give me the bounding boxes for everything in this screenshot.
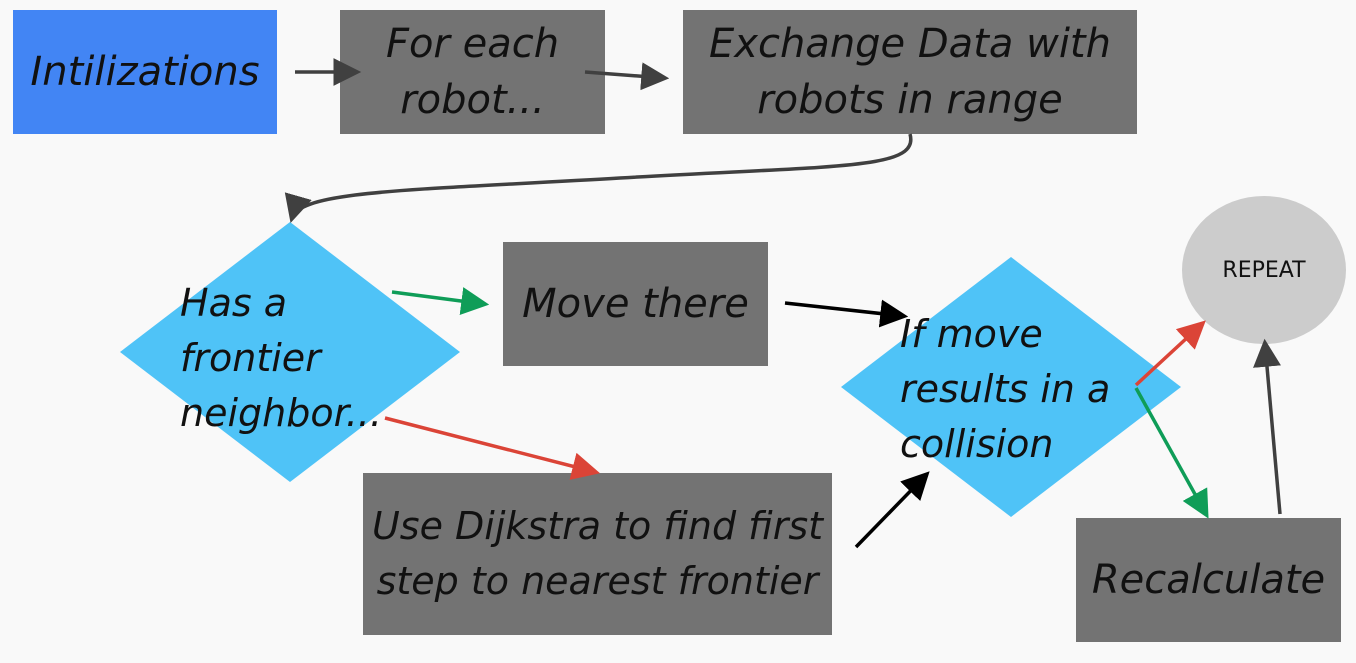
edge-exchange-to-frontier-decision (284, 133, 913, 224)
dijkstra-node: Use Dijkstra to find first step to neare… (363, 473, 832, 635)
recalculate-node: Recalculate (1076, 518, 1341, 642)
dijkstra-label: Use Dijkstra to find first step to neare… (371, 503, 824, 603)
for-each-robot-node: For each robot... (340, 10, 605, 134)
edge-recalculate-to-repeat (1253, 338, 1282, 515)
exchange-data-label: Exchange Data with robots in range (709, 21, 1111, 123)
repeat-label: REPEAT (1222, 257, 1306, 283)
recalculate-label: Recalculate (1091, 557, 1326, 603)
repeat-terminal-node: REPEAT (1182, 196, 1346, 344)
frontier-neighbor-decision: Has a frontier neighbor... (120, 222, 460, 482)
for-each-robot-label: For each robot... (385, 21, 560, 123)
initializations-label: Intilizations (30, 49, 260, 95)
initializations-node: Intilizations (13, 10, 277, 134)
exchange-data-node: Exchange Data with robots in range (683, 10, 1137, 134)
frontier-decision-label: Has a frontier neighbor... (180, 281, 382, 436)
collision-decision: If move results in a collision (841, 257, 1181, 517)
move-there-label: Move there (522, 281, 749, 327)
move-there-node: Move there (503, 242, 768, 366)
collision-decision-label: If move results in a collision (900, 312, 1111, 467)
